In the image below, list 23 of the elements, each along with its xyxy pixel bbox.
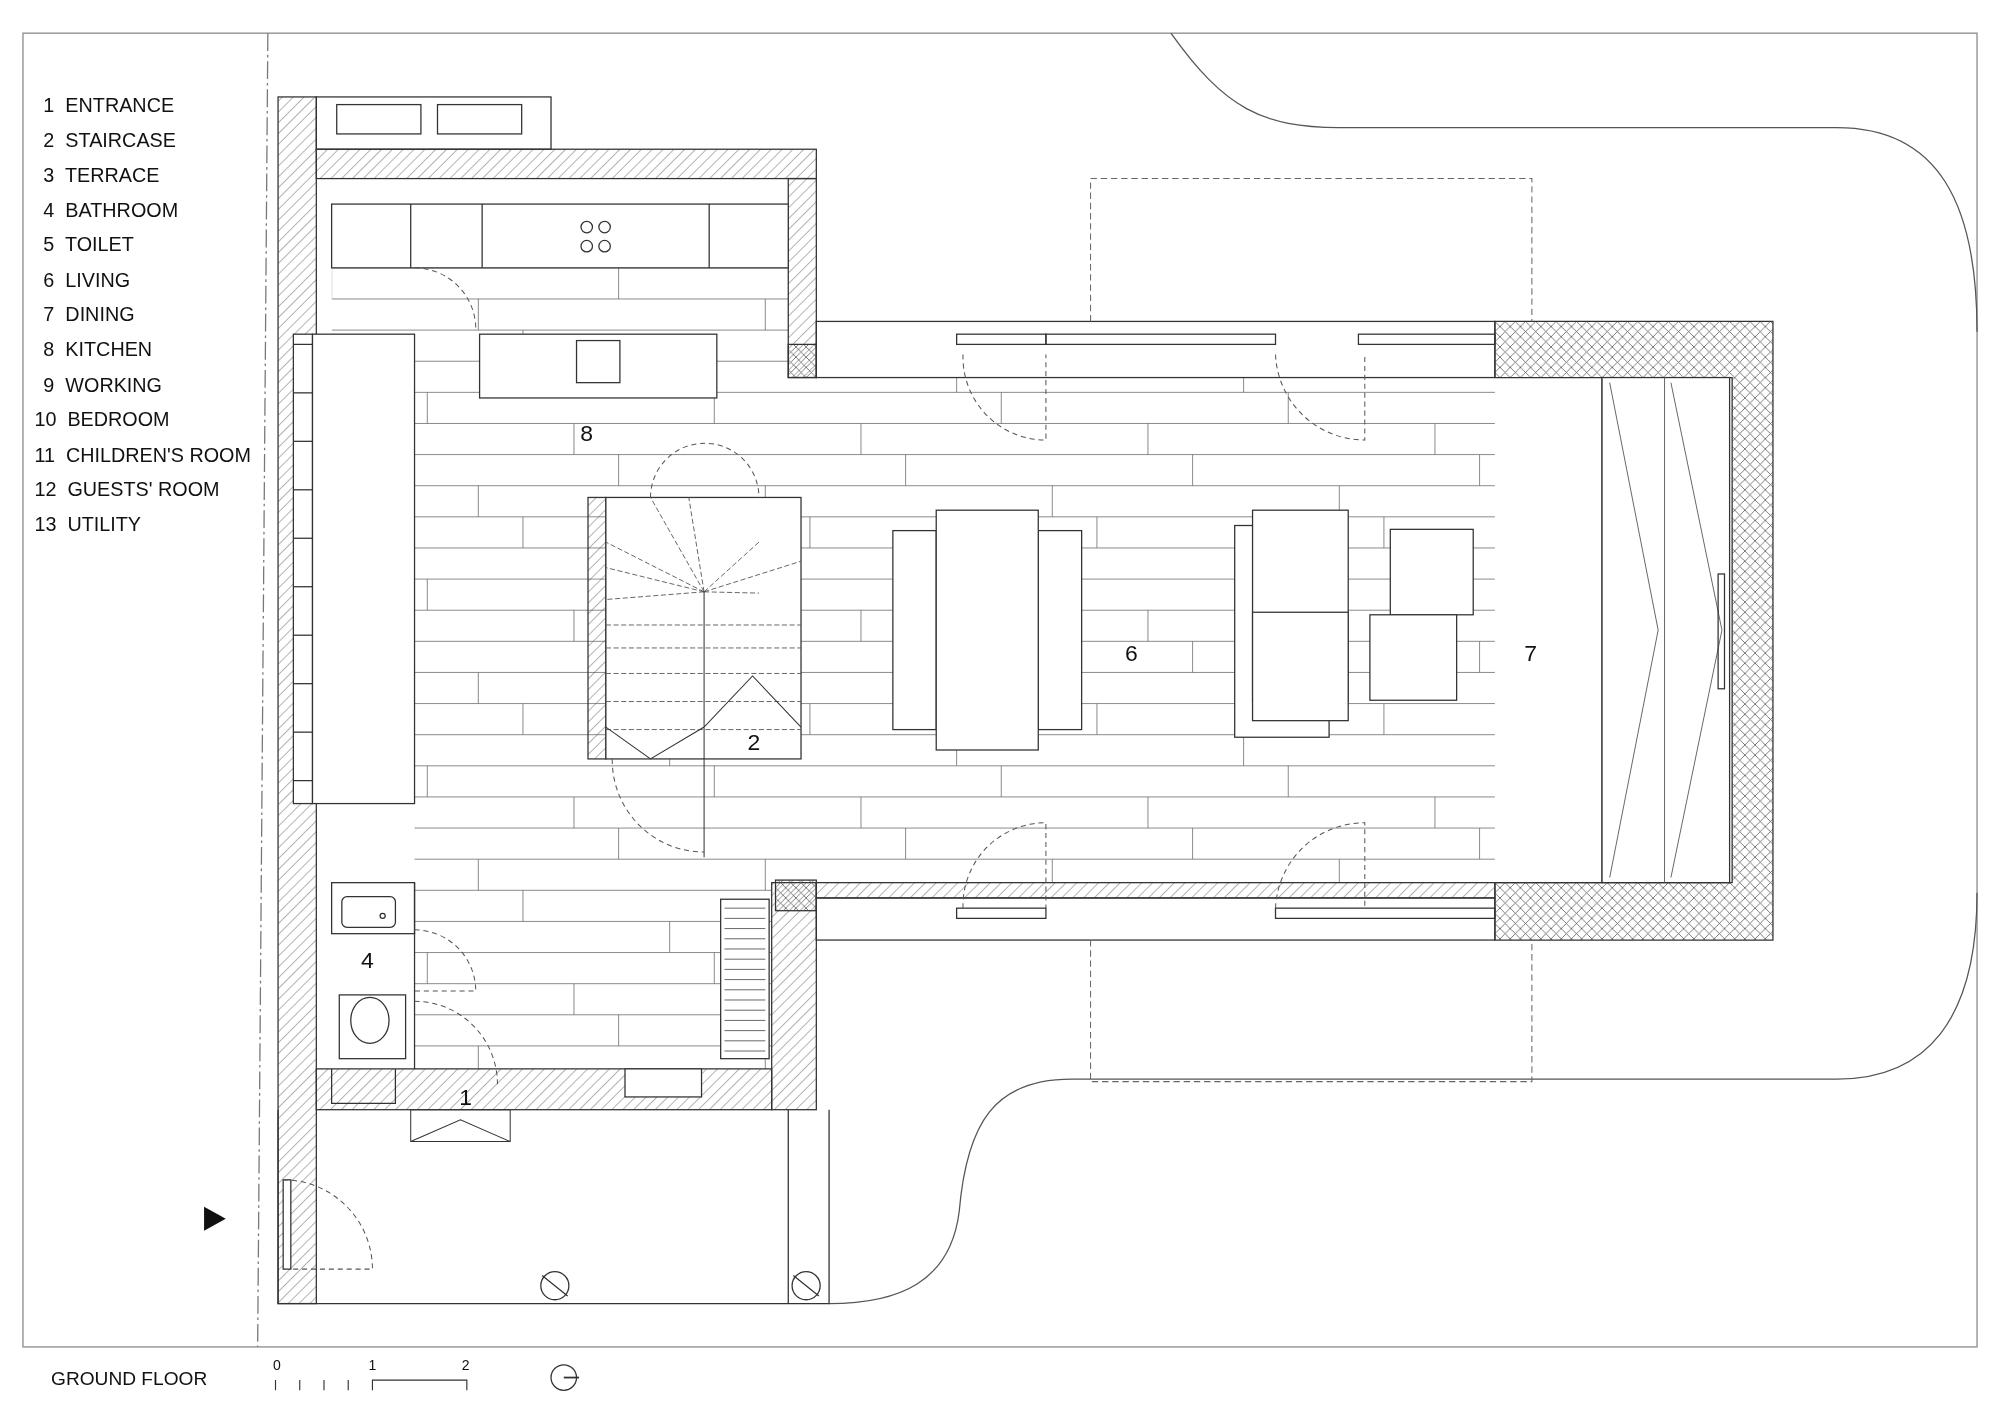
room-list-item: 10 BEDROOM bbox=[34, 409, 170, 430]
room-list-item: 2 STAIRCASE bbox=[43, 130, 176, 151]
scale-label: 1 bbox=[368, 1358, 377, 1373]
room-list-item: 7 DINING bbox=[43, 304, 135, 325]
room-list-item: 1 ENTRANCE bbox=[43, 95, 175, 116]
room-list-item: 4 BATHROOM bbox=[43, 200, 179, 221]
room-list-item: 5 TOILET bbox=[43, 235, 134, 255]
room-list-item: 11 CHILDREN'S ROOM bbox=[34, 444, 251, 465]
room-number: 4 bbox=[360, 949, 374, 972]
room-list-item: 3 TERRACE bbox=[43, 165, 160, 186]
scale-label: 0 bbox=[272, 1358, 281, 1373]
room-list-item: 6 LIVING bbox=[43, 270, 131, 290]
room-number: 2 bbox=[747, 730, 761, 754]
scale-label: 2 bbox=[461, 1358, 470, 1373]
room-number: 1 bbox=[459, 1085, 472, 1109]
drawing-caption: GROUND FLOOR bbox=[51, 1368, 208, 1388]
room-list-item: 9 WORKING bbox=[43, 374, 162, 395]
room-number: 7 bbox=[1524, 641, 1537, 665]
room-list-item: 8 KITCHEN bbox=[43, 339, 153, 360]
room-list-item: 12 GUESTS' ROOM bbox=[34, 479, 220, 500]
room-list-item: 13 UTILITY bbox=[34, 514, 141, 535]
room-number: 8 bbox=[580, 422, 594, 446]
room-number: 6 bbox=[1125, 641, 1138, 665]
